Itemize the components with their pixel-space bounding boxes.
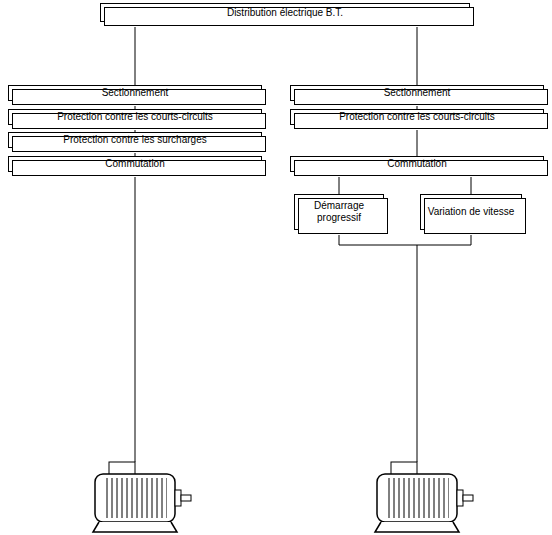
box-label: Commutation — [101, 158, 168, 170]
wire-connector — [135, 27, 136, 85]
box-label: Démarrage progressif — [295, 200, 383, 224]
function-box: Commutation — [8, 156, 262, 172]
function-box: Démarrage progressif — [294, 194, 384, 230]
distribution-band: Distribution électrique B.T. — [100, 3, 470, 22]
box-label: Protection contre les courts-circuits — [335, 111, 499, 123]
motor-feed — [135, 177, 136, 462]
function-box: Protection contre les surcharges — [8, 132, 262, 148]
box-label: Sectionnement — [98, 87, 173, 99]
box-label: Protection contre les courts-circuits — [53, 111, 217, 123]
box-label: Sectionnement — [380, 87, 455, 99]
box-label: Commutation — [383, 158, 450, 170]
merge-bracket — [339, 235, 471, 245]
wire-connector — [417, 130, 418, 156]
motor-right — [375, 462, 473, 532]
function-box: Commutation — [290, 156, 544, 172]
box-label: Variation de vitesse — [424, 206, 519, 218]
wire-connector — [471, 177, 472, 194]
function-box: Sectionnement — [8, 85, 262, 101]
motor-feed — [417, 245, 418, 462]
function-box: Protection contre les courts-circuits — [290, 109, 544, 125]
wire-connector — [339, 177, 340, 194]
box-label: Distribution électrique B.T. — [223, 7, 347, 19]
function-box: Variation de vitesse — [420, 194, 522, 230]
wire-connector — [417, 27, 418, 85]
box-label: Protection contre les surcharges — [59, 134, 210, 146]
function-box: Protection contre les courts-circuits — [8, 109, 262, 125]
motor-left — [93, 462, 191, 532]
function-box: Sectionnement — [290, 85, 544, 101]
